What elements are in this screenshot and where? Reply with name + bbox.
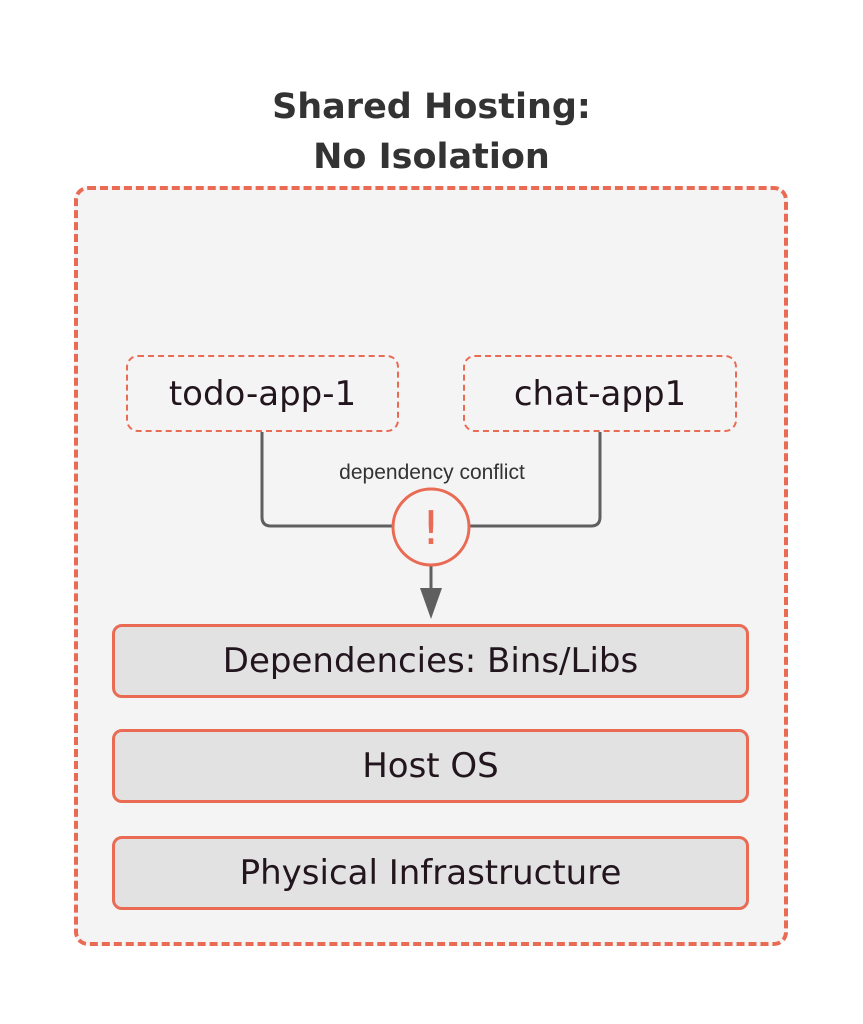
connector-todo-app bbox=[260, 432, 393, 528]
diagram-title: Shared Hosting: No Isolation bbox=[0, 82, 863, 182]
app-box-todo-app-1: todo-app-1 bbox=[126, 355, 399, 432]
connector-chat-app bbox=[469, 432, 602, 528]
layer-host-os: Host OS bbox=[112, 729, 749, 803]
dependency-conflict-label: dependency conflict bbox=[339, 461, 525, 484]
title-line-1: Shared Hosting: bbox=[272, 87, 591, 127]
layer-dependencies: Dependencies: Bins/Libs bbox=[112, 624, 749, 698]
title-line-2: No Isolation bbox=[313, 137, 550, 177]
conflict-symbol: ! bbox=[422, 501, 440, 555]
exclamation-circle-icon: ! bbox=[391, 487, 471, 567]
layer-physical-infrastructure: Physical Infrastructure bbox=[112, 836, 749, 910]
shared-hosting-container bbox=[74, 186, 788, 946]
arrow-down-icon bbox=[420, 588, 442, 619]
app-box-chat-app1: chat-app1 bbox=[463, 355, 737, 432]
